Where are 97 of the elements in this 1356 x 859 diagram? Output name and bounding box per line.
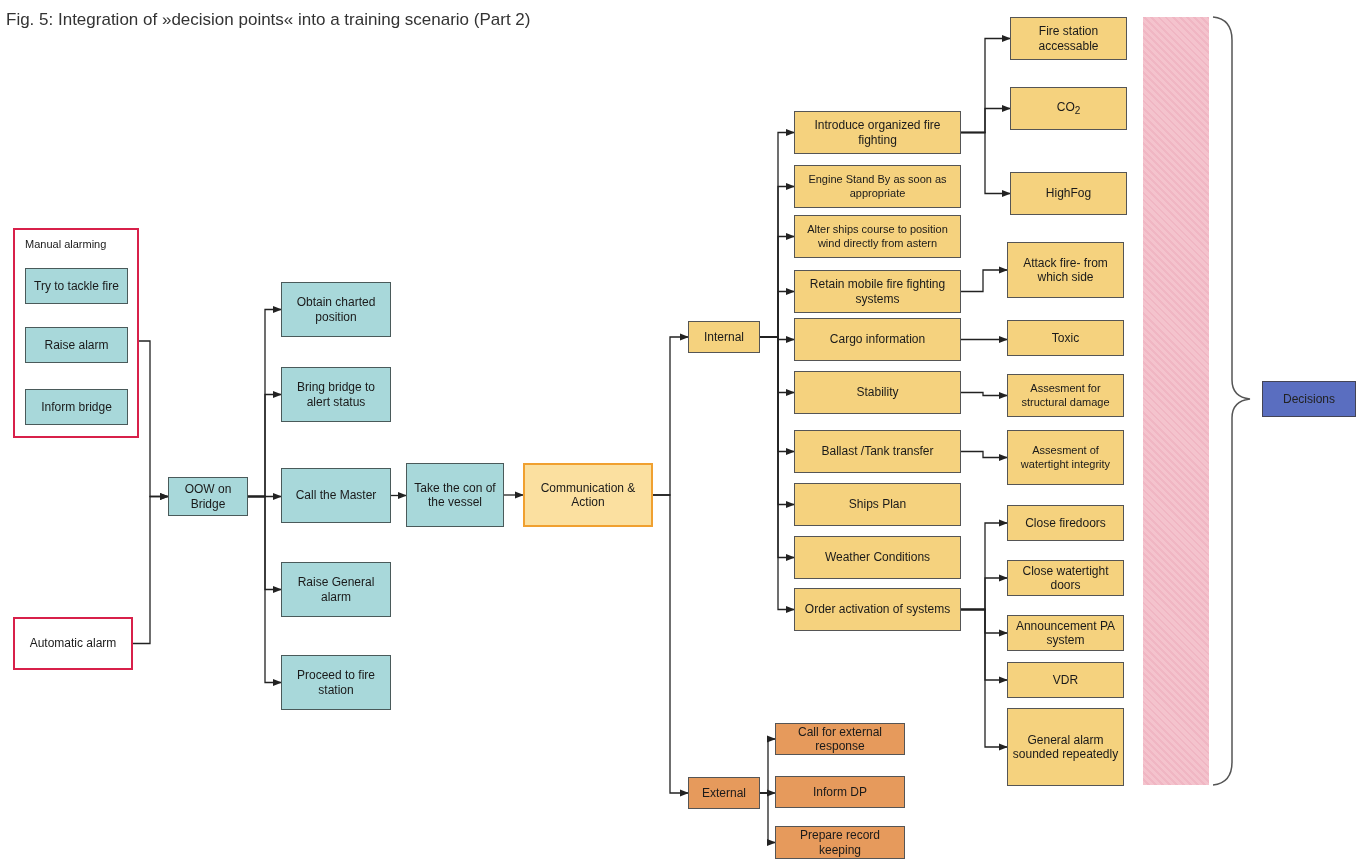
action-box: [794, 270, 961, 313]
box-label: Introduce organized fire fighting: [813, 118, 942, 147]
box-label: General alarm sounded repeatedly: [1011, 732, 1120, 762]
group-heading: Manual alarming: [25, 238, 107, 252]
decisions-box: [1262, 381, 1356, 417]
box-label: Internal: [703, 329, 745, 345]
action-box: [1007, 505, 1124, 541]
box-label: Raise alarm: [43, 337, 110, 353]
box-label: Obtain charted position: [295, 295, 377, 324]
connector-arrow: [503, 491, 524, 499]
box-label: Inform DP: [812, 784, 868, 800]
action-box: [794, 483, 961, 526]
connector-arrow: [759, 336, 795, 614]
step-box: [25, 389, 128, 425]
action-box: [794, 430, 961, 473]
external-action-box: [775, 723, 905, 755]
box-label: CO$_{2}$: [1055, 99, 1082, 118]
action-box: [1007, 374, 1124, 417]
action-box: [794, 536, 961, 579]
alarm-group-box: [13, 617, 133, 670]
action-box: [794, 318, 961, 361]
step-box: [281, 367, 391, 422]
box-label: Stability: [855, 385, 900, 400]
connector-arrow: [390, 491, 407, 500]
step-box: [281, 655, 391, 710]
action-box: [794, 215, 961, 258]
box-label: Inform bridge: [40, 399, 113, 415]
box-label: Raise General alarm: [296, 575, 376, 604]
action-box: [794, 111, 961, 154]
box-label: Alter ships course to position wind directly from astern: [806, 223, 949, 250]
box-label: Assesment for structural damage: [1020, 382, 1111, 409]
box-label: Cargo information: [828, 332, 927, 347]
connector-arrow: [960, 608, 1008, 751]
external-action-box: [775, 776, 905, 808]
step-box: [281, 468, 391, 523]
box-label: Toxic: [1050, 330, 1081, 346]
step-box: [281, 282, 391, 337]
box-label: Call for external response: [796, 724, 883, 754]
box-label: Attack fire- from which side: [1022, 255, 1109, 285]
action-box: [1007, 430, 1124, 485]
box-label: HighFog: [1044, 186, 1093, 201]
box-label: Automatic alarm: [28, 636, 118, 651]
box-label: Close watertight doors: [1021, 563, 1110, 593]
connector-arrow: [960, 391, 1008, 400]
step-box: [406, 463, 504, 527]
connector-arrow: [960, 335, 1008, 344]
action-box: [1007, 242, 1124, 298]
box-label: Communication & Action: [539, 480, 637, 510]
action-box: [794, 165, 961, 208]
box-label: Take the con of the vessel: [413, 480, 497, 510]
connector-arrow: [652, 494, 689, 797]
action-box: [1007, 560, 1124, 596]
box-label: Retain mobile fire fighting systems: [808, 277, 947, 306]
action-box: [688, 321, 760, 353]
step-box: [25, 268, 128, 304]
box-label: Weather Conditions: [823, 550, 932, 565]
action-box: [794, 588, 961, 631]
external-action-box: [688, 777, 760, 809]
box-label: Decisions: [1282, 391, 1336, 407]
box-label: Announcement PA system: [1014, 618, 1117, 648]
action-box: [794, 371, 961, 414]
box-label: VDR: [1051, 672, 1080, 688]
box-label: Ships Plan: [847, 497, 908, 512]
connector-arrow: [759, 792, 776, 847]
box-label: Call the Master: [294, 488, 378, 503]
box-label: Assesment of watertight integrity: [1019, 444, 1112, 471]
group-box: [13, 228, 139, 438]
box-label: OOW on Bridge: [183, 482, 233, 511]
box-label: Bring bridge to alert status: [295, 380, 376, 409]
step-box: [168, 477, 248, 516]
connector-arrow: [132, 492, 169, 645]
figure-title: Fig. 5: Integration of »decision points« into a training scenario (Part 2): [6, 10, 531, 30]
action-box: [1007, 662, 1124, 698]
box-label: Fire station accessable: [1037, 24, 1100, 53]
hatched-band: [1143, 17, 1209, 785]
connector-arrow: [960, 450, 1008, 462]
connector-arrow: [960, 266, 1008, 293]
box-label: Ballast /Tank transfer: [820, 444, 935, 459]
box-label: External: [701, 785, 747, 801]
action-box: [1010, 87, 1127, 130]
action-box: [1007, 615, 1124, 651]
box-label: Try to tackle fire: [33, 278, 120, 294]
external-action-box: [775, 826, 905, 859]
action-box: [1010, 17, 1127, 60]
connector-arrow: [247, 495, 282, 687]
connector-arrow: [960, 131, 1011, 198]
box-label: Close firedoors: [1024, 515, 1107, 531]
box-label: Engine Stand By as soon as appropriate: [807, 173, 948, 200]
action-box: [1007, 708, 1124, 786]
box-label: Prepare record keeping: [798, 828, 881, 857]
box-label: Order activation of systems: [803, 602, 952, 617]
action-box: [1010, 172, 1127, 215]
box-label: Proceed to fire station: [295, 668, 376, 697]
step-box: [281, 562, 391, 617]
action-box: [1007, 320, 1124, 356]
step-box: [25, 327, 128, 363]
hub-box: [523, 463, 653, 527]
